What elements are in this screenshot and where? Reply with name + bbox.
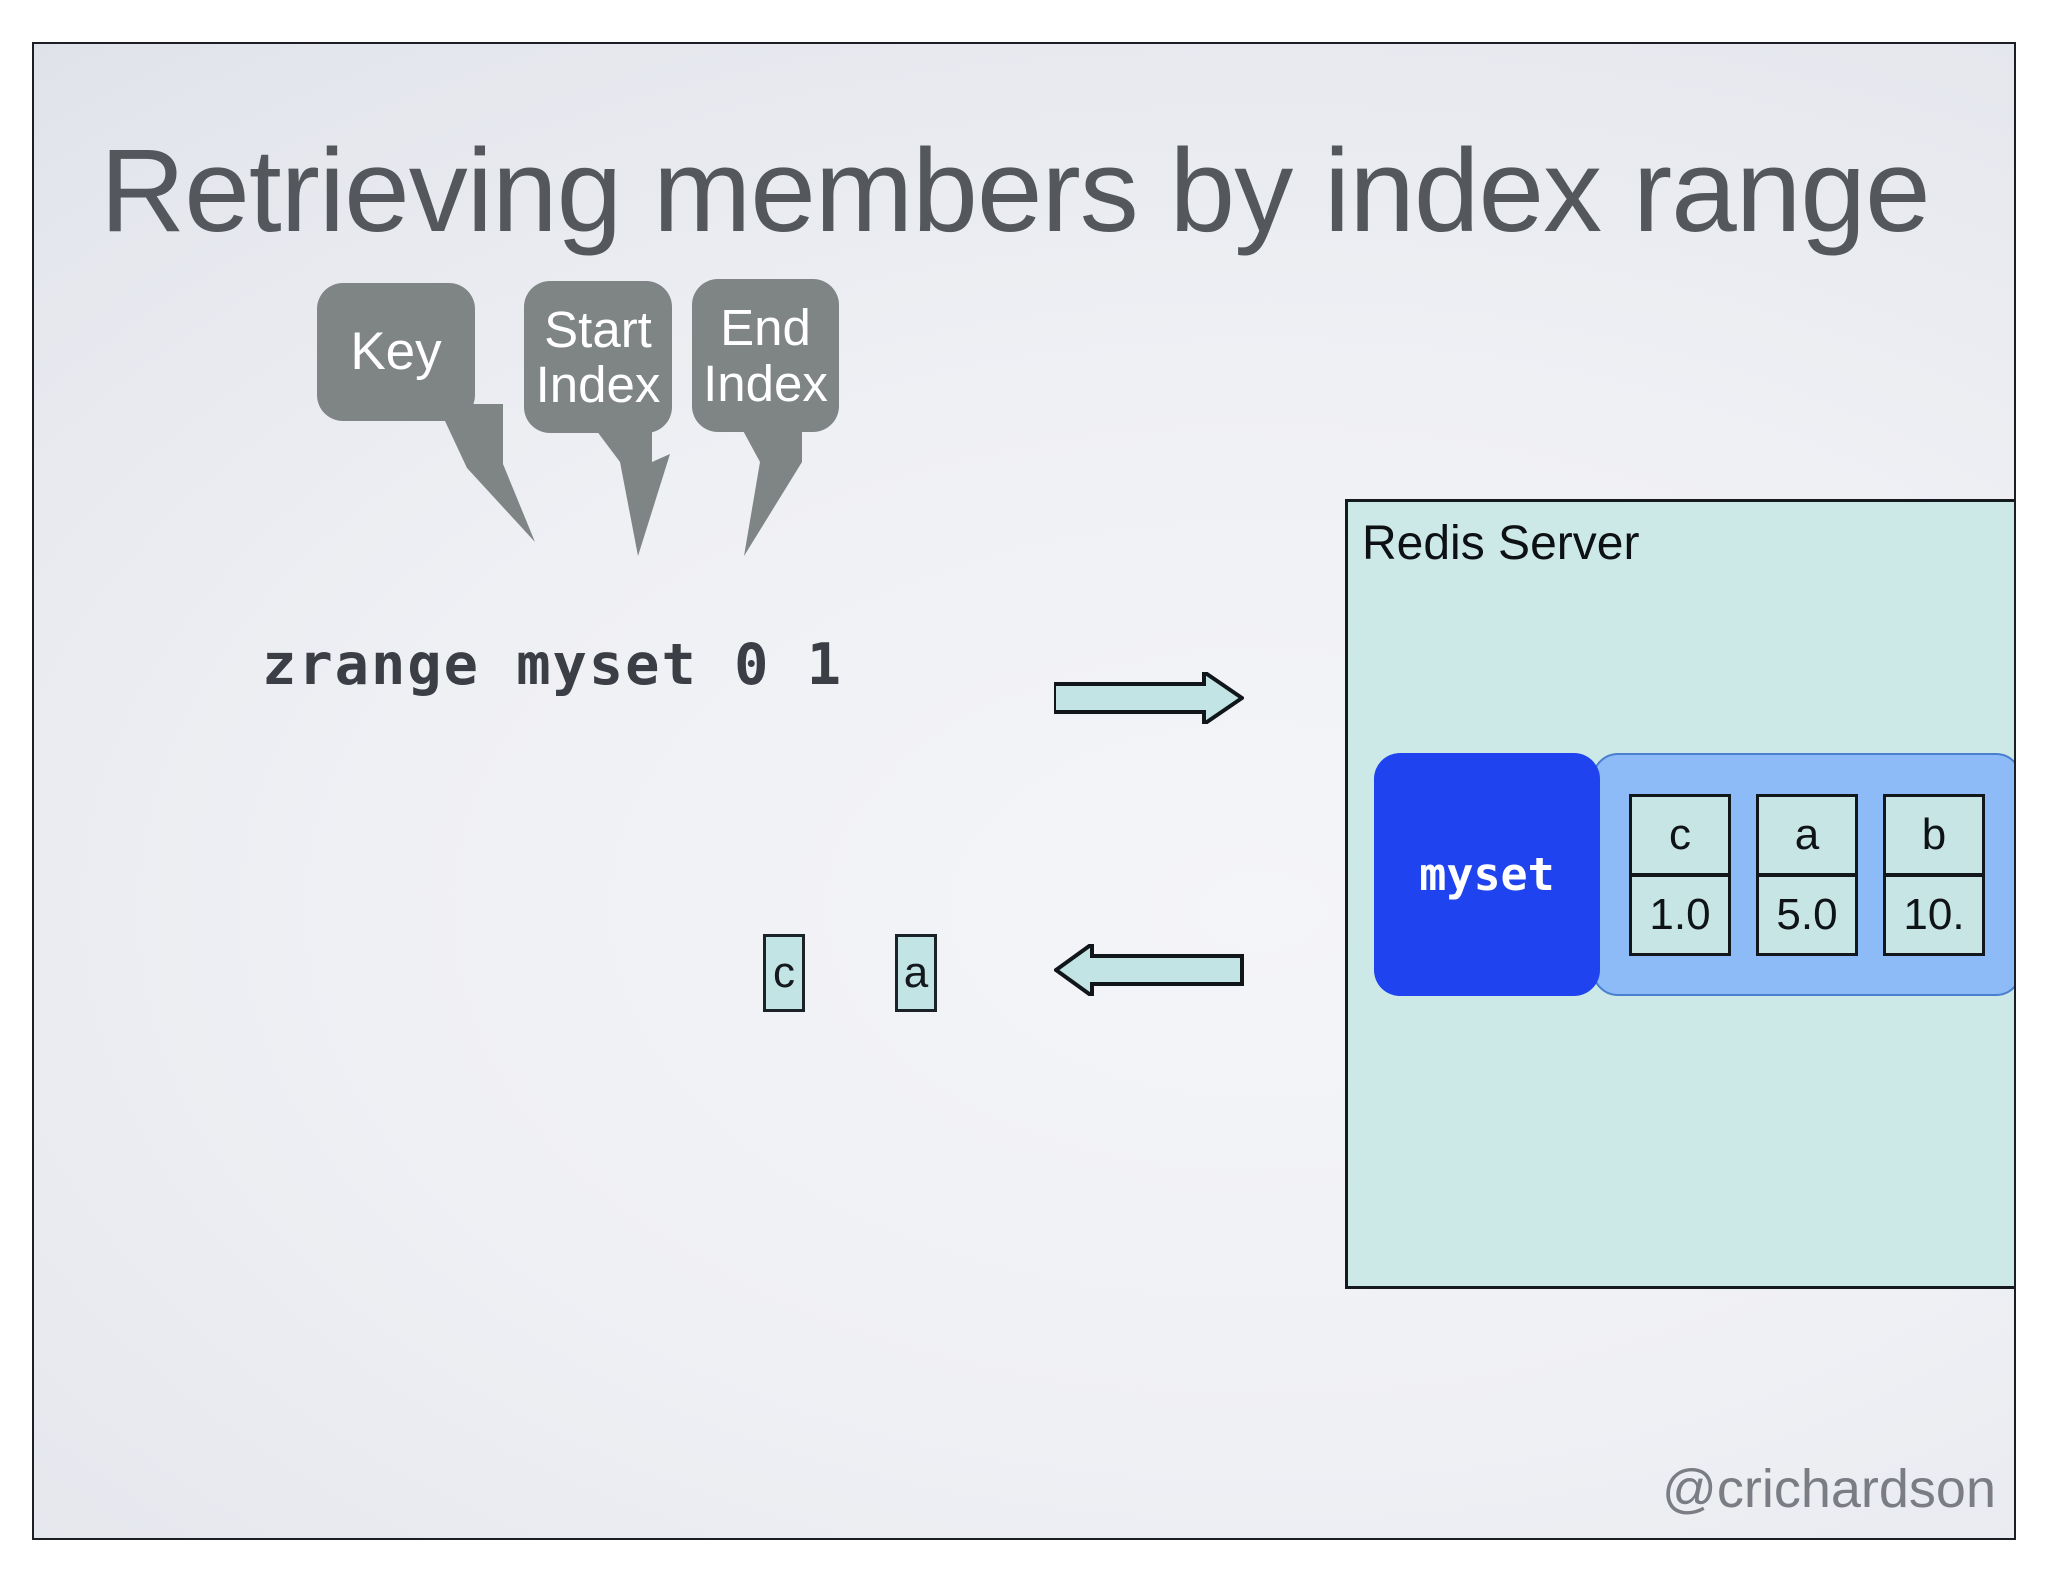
result-cell: a xyxy=(895,934,937,1012)
member-cell: c 1.0 xyxy=(1629,793,1731,956)
result-cell-value: a xyxy=(903,948,929,997)
callout-end-tail xyxy=(634,414,854,564)
member-score: 1.0 xyxy=(1632,872,1728,953)
watermark: @crichardson xyxy=(1662,1459,1996,1519)
redis-server-box: Redis Server myset c 1.0 a 5.0 b 10. xyxy=(1345,499,2014,1289)
arrow-left-icon xyxy=(1052,940,1244,1001)
member-score: 10. xyxy=(1886,872,1982,953)
callout-key-tail xyxy=(317,404,577,544)
slide-canvas: Retrieving members by index range Key St… xyxy=(32,42,2016,1540)
member-score: 5.0 xyxy=(1759,872,1855,953)
callout-key[interactable]: Key xyxy=(317,283,475,421)
callout-start-index[interactable]: Start Index xyxy=(524,281,672,433)
member-name: c xyxy=(1669,809,1691,859)
callout-start-index-label: Start Index xyxy=(535,300,661,413)
callout-end-index-label: End Index xyxy=(703,299,828,412)
command-text: zrange myset 0 1 xyxy=(262,632,844,698)
redis-server-title: Redis Server xyxy=(1362,517,1640,570)
member-name: a xyxy=(1794,809,1820,859)
key-badge: myset xyxy=(1374,753,1600,996)
arrow-right-icon xyxy=(1052,668,1246,729)
member-name: b xyxy=(1921,809,1947,859)
callout-start-tail xyxy=(524,414,724,564)
sorted-set-row: myset c 1.0 a 5.0 b 10. xyxy=(1374,753,2014,996)
members-container: c 1.0 a 5.0 b 10. xyxy=(1592,753,2014,996)
result-cell-value: c xyxy=(773,948,795,997)
page-title: Retrieving members by index range xyxy=(100,125,1931,257)
key-badge-label: myset xyxy=(1419,848,1555,901)
member-cell: a 5.0 xyxy=(1756,793,1858,956)
callout-key-label: Key xyxy=(350,322,442,382)
callout-end-index[interactable]: End Index xyxy=(692,279,839,432)
result-cell: c xyxy=(763,934,805,1012)
member-cell: b 10. xyxy=(1883,793,1985,956)
